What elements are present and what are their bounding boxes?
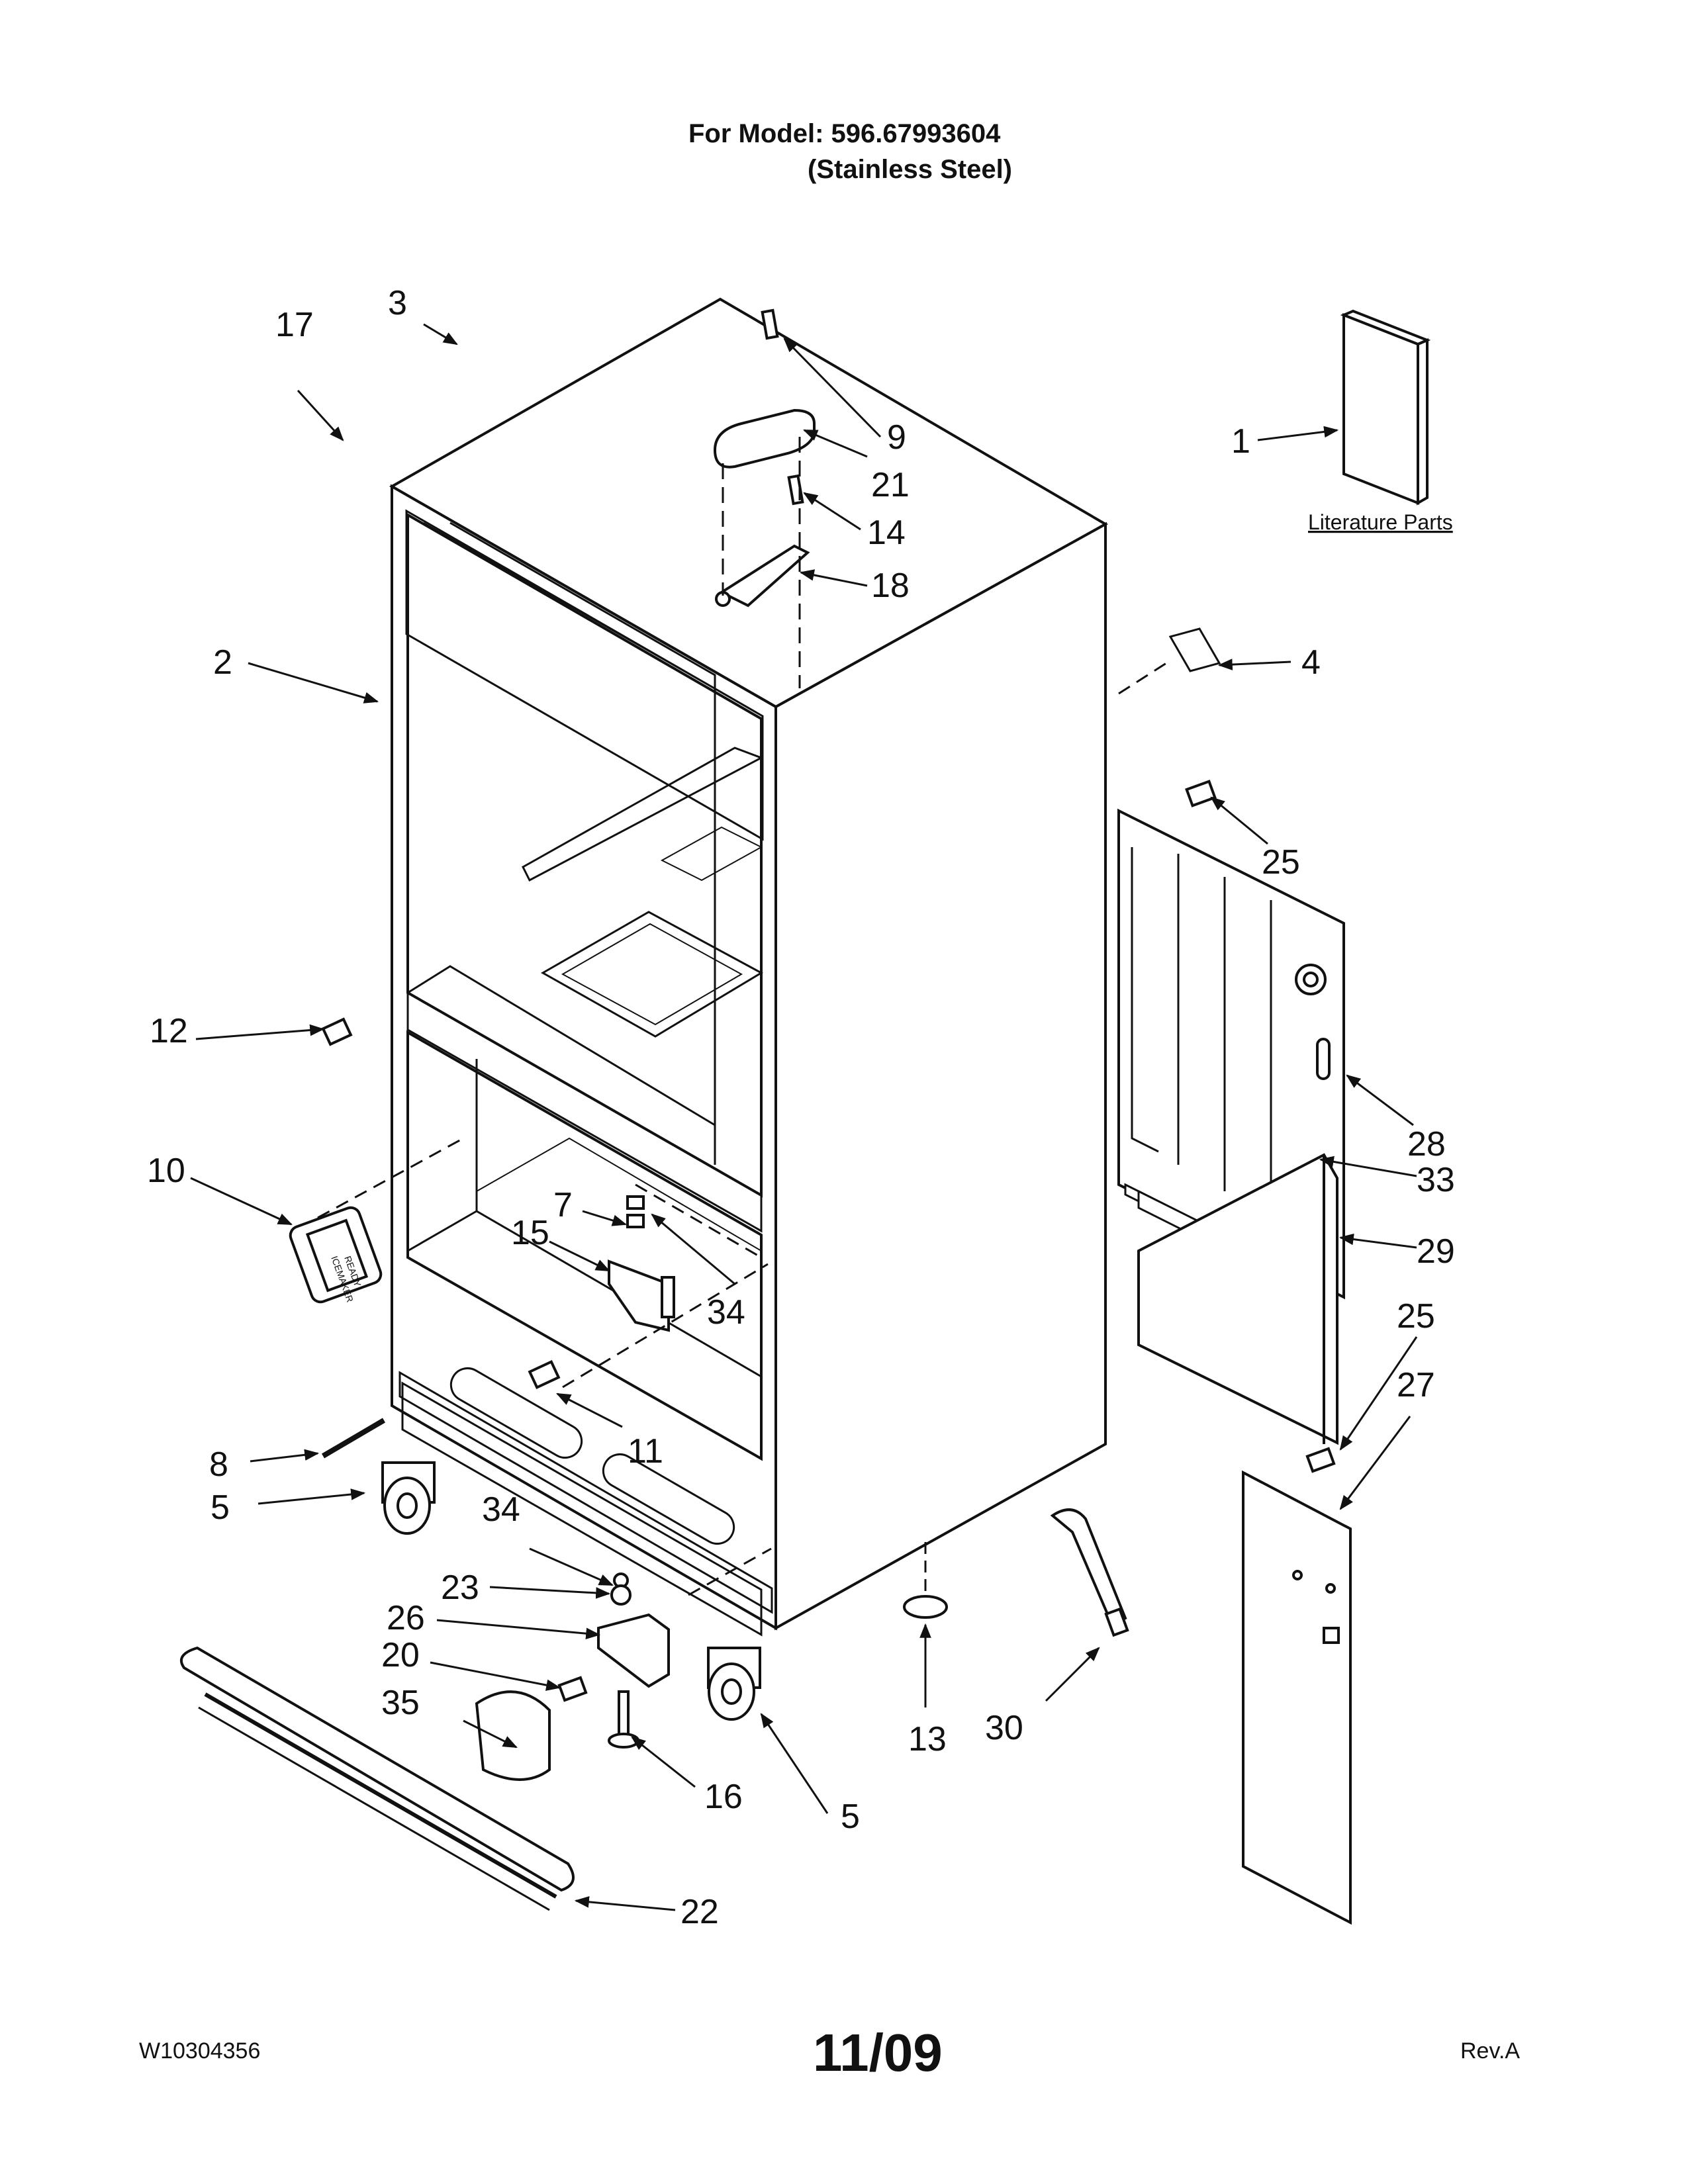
drain-tube [1050,1508,1127,1627]
callout-9: 9 [887,418,906,457]
access-plate [1242,1470,1352,1925]
bottom-parts [321,780,1336,1781]
leveling-bolt [321,1418,386,1459]
toe-grille [180,1646,575,1911]
callout-17: 17 [275,306,314,344]
literature-parts-label: Literature Parts [1308,510,1453,534]
callout-33: 33 [1417,1161,1455,1199]
icemaker-panel: ICEMAKER READY [289,1206,383,1304]
front-roller [381,1461,436,1535]
literature-book [1340,309,1431,506]
callout-29: 29 [1417,1232,1455,1271]
document-number: W10304356 [139,2038,261,2064]
revision-label: Rev.A [1460,2038,1521,2064]
top-hinge-assembly [713,308,816,688]
callout-34b: 34 [482,1490,520,1529]
rear-roller [707,1647,761,1721]
callout-11: 11 [628,1432,663,1471]
callout-16: 16 [704,1778,743,1816]
compressor-cover [1137,1153,1338,1445]
callout-23: 23 [441,1569,479,1607]
leveling-bracket [597,1613,670,1688]
callout-1: 1 [1231,422,1250,461]
callout-7: 7 [553,1186,573,1224]
callout-8: 8 [209,1445,228,1484]
callout-2: 2 [213,643,232,682]
cabinet [389,297,1109,1637]
callout-28: 28 [1407,1125,1446,1163]
center-hinge [608,1259,675,1332]
callout-26: 26 [387,1599,425,1637]
callout-34a: 34 [707,1293,745,1332]
toe-panel [399,1371,773,1614]
revision-date: 11/09 [813,2023,943,2082]
serial-label [1168,627,1221,672]
callout-14: 14 [867,514,906,552]
callout-10: 10 [147,1152,185,1190]
callout-21: 21 [871,466,910,504]
callout-22: 22 [680,1893,719,1931]
mullion [406,991,763,1233]
callout-3: 3 [388,284,407,322]
callout-25b: 25 [1397,1297,1435,1336]
callout-5a: 5 [211,1488,230,1527]
callout-13: 13 [908,1720,947,1758]
callout-18: 18 [871,567,910,605]
callout-labels: 1 2 3 4 5 5 7 8 9 10 11 12 13 14 15 16 1… [147,284,1455,1931]
callout-4: 4 [1301,643,1321,682]
cabinet-side [774,522,1107,1631]
cabinet-front [391,484,777,1631]
callout-20: 20 [381,1636,420,1674]
fresh-food-opening [406,1030,763,1461]
model-title: For Model: 596.67993604 [688,119,1001,148]
callout-12: 12 [150,1012,188,1050]
callout-arrows [190,323,1418,1911]
drain-plug [903,1595,948,1619]
callout-27: 27 [1397,1366,1435,1404]
hinge-cover [713,408,816,469]
callout-25a: 25 [1262,843,1300,882]
top-hinge [718,544,810,608]
roller-cover [475,1690,551,1781]
model-finish: (Stainless Steel) [808,155,1013,184]
callout-5b: 5 [841,1797,860,1836]
callout-15: 15 [511,1214,549,1252]
callout-30: 30 [985,1709,1023,1747]
callout-35: 35 [381,1684,420,1722]
